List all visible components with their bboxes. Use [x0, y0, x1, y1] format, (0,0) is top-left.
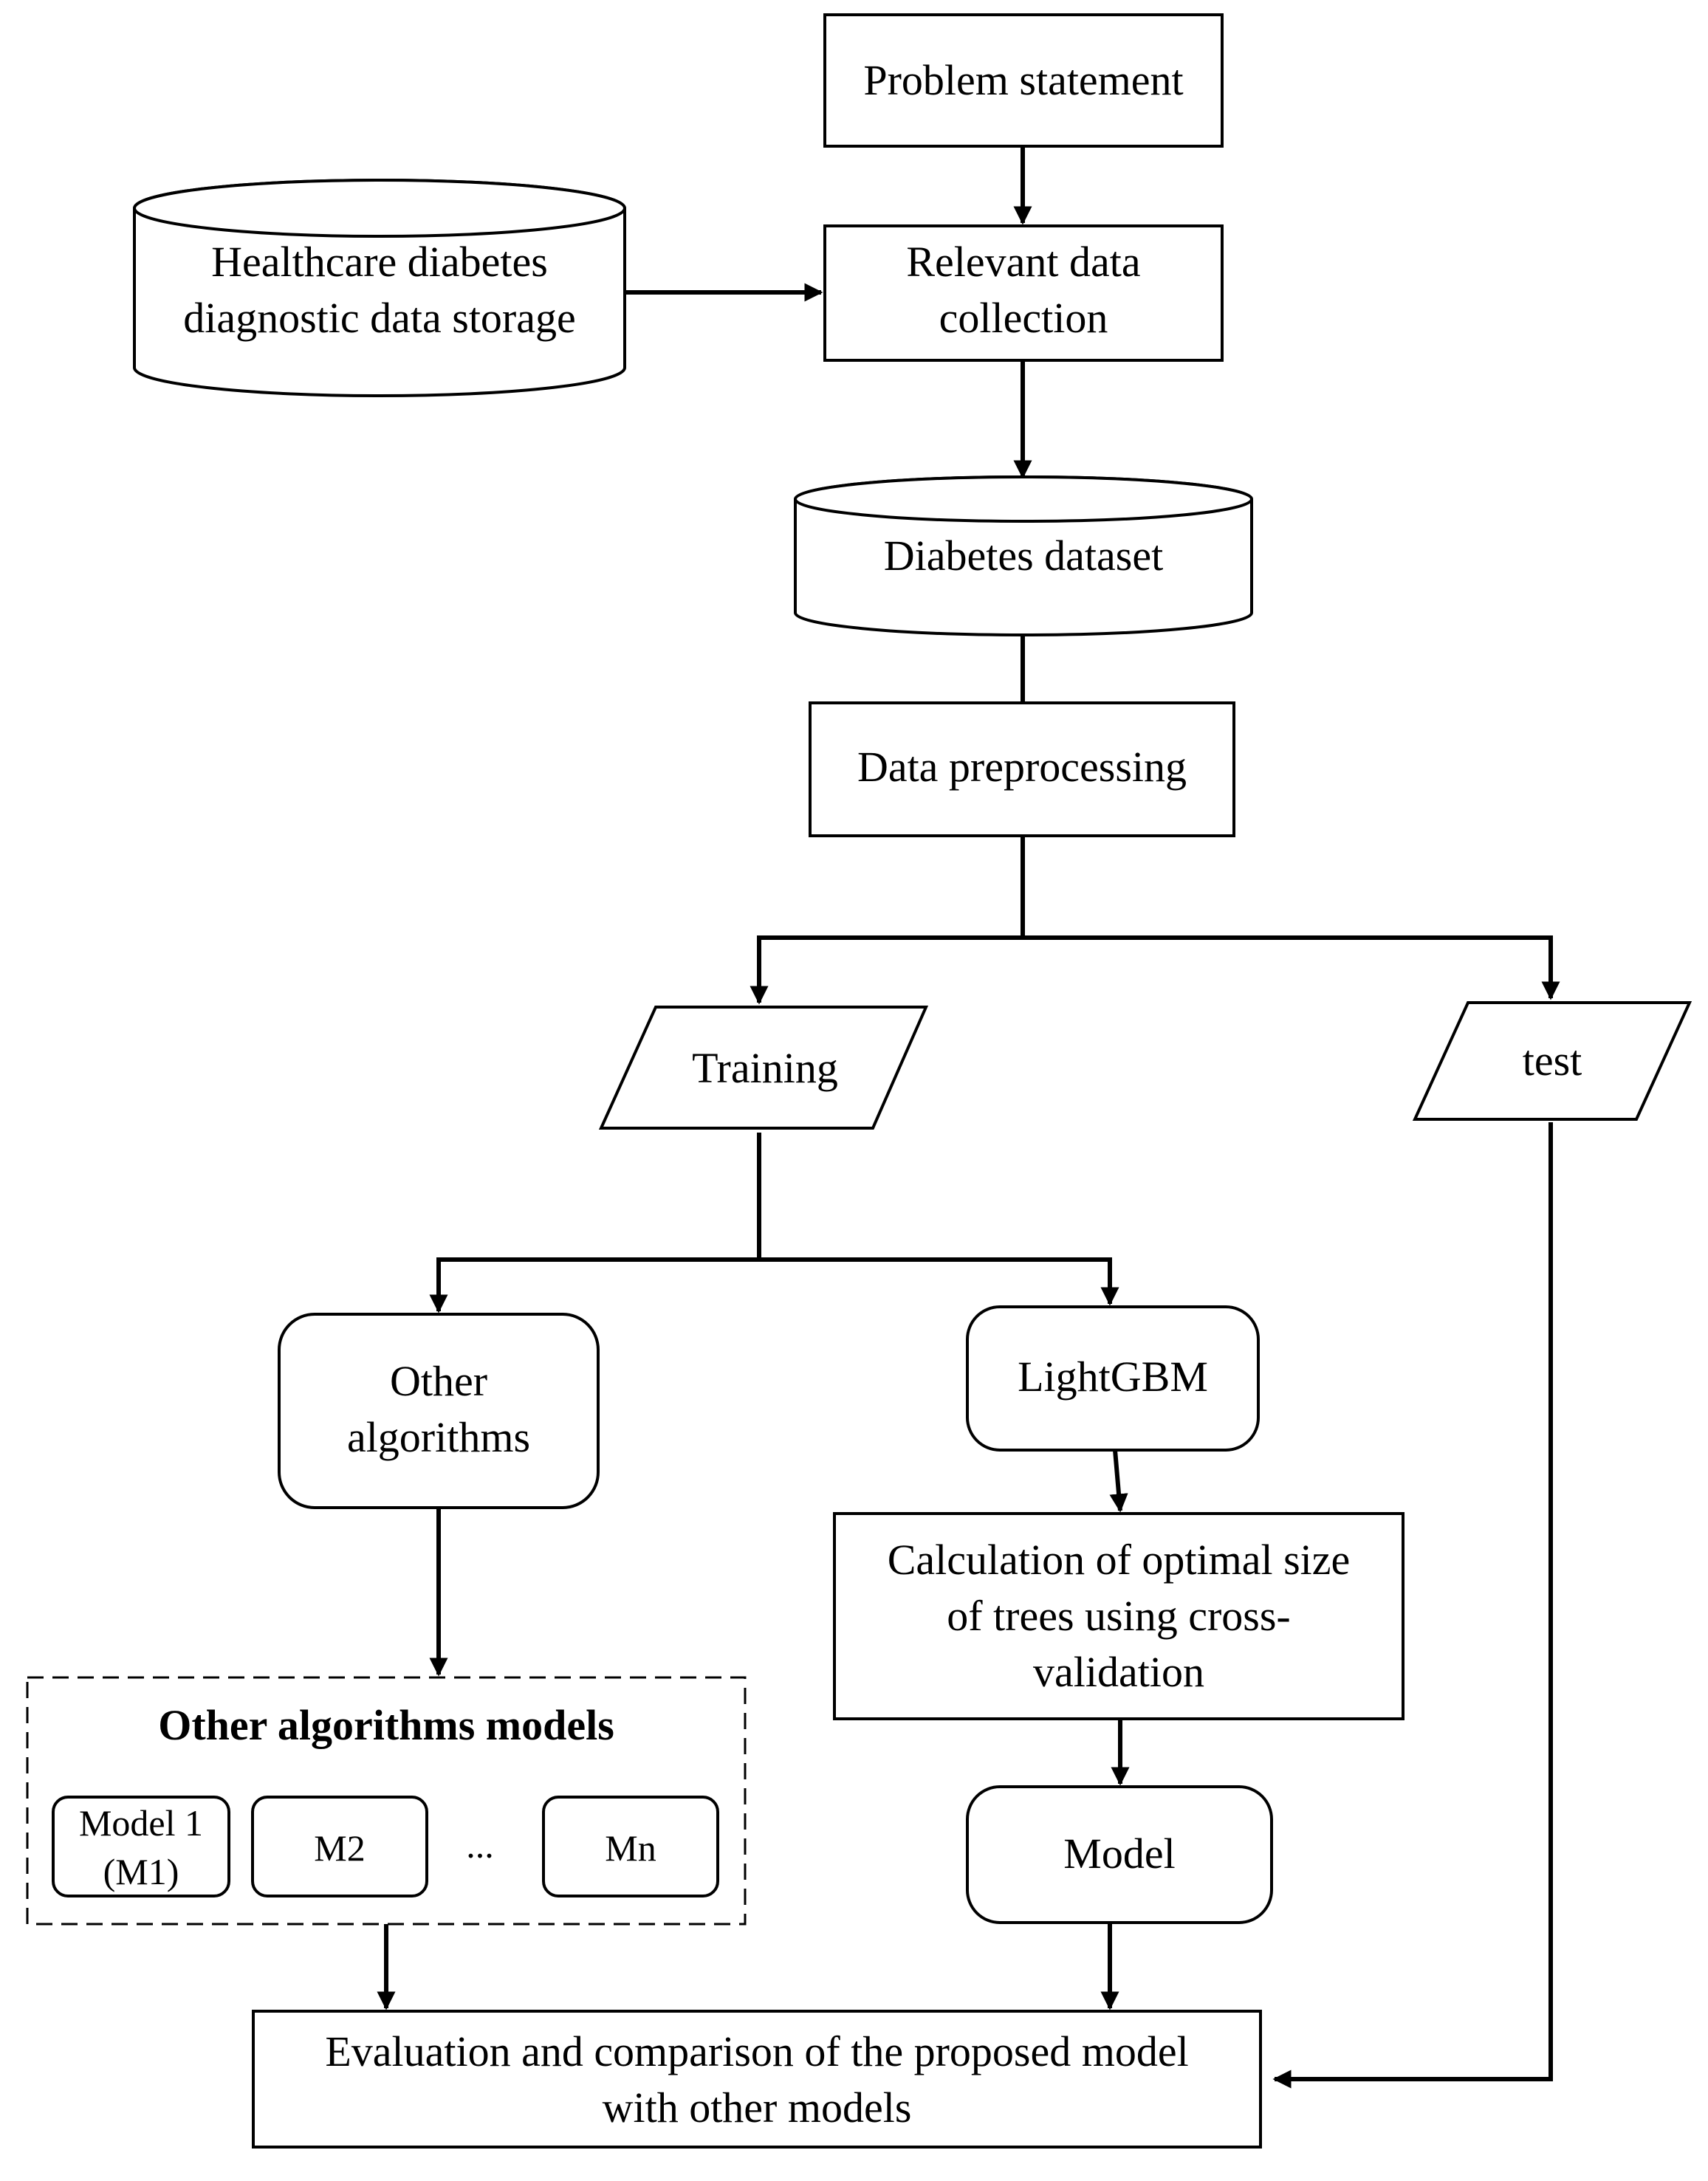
test-label: test — [1523, 1037, 1582, 1085]
other-algorithms-models-group: Other algorithms models Model 1 (M1) M2 … — [26, 1676, 747, 1926]
problem-statement-label: Problem statement — [863, 56, 1183, 104]
data-collection-label-line1: Relevant data — [906, 238, 1140, 286]
other-algorithms-node: Other algorithms — [278, 1313, 600, 1509]
edges — [377, 146, 1560, 2089]
model-m1-label-line1: Model 1 — [79, 1802, 203, 1844]
model-m2-box: M2 — [251, 1796, 428, 1897]
diabetes-dataset-node: Diabetes dataset — [794, 475, 1253, 636]
edge-test-to-evaluation — [1272, 1122, 1553, 2089]
other-algorithms-label-line2: algorithms — [347, 1413, 530, 1461]
problem-statement-node: Problem statement — [823, 13, 1224, 148]
diabetes-dataset-label: Diabetes dataset — [884, 532, 1163, 580]
evaluation-node: Evaluation and comparison of the propose… — [252, 2010, 1262, 2149]
edge-training-to-lightgbm — [759, 1257, 1119, 1306]
test-node: test — [1412, 1001, 1692, 1121]
model-mn-label: Mn — [605, 1827, 656, 1869]
data-preprocessing-node: Data preprocessing — [809, 701, 1235, 837]
model-node: Model — [966, 1785, 1273, 1924]
evaluation-label-line2: with other models — [603, 2084, 912, 2132]
healthcare-storage-node: Healthcare diabetes diagnostic data stor… — [133, 179, 626, 397]
data-preprocessing-label: Data preprocessing — [857, 743, 1187, 791]
models-ellipsis: ... — [466, 1824, 494, 1866]
healthcare-storage-label-line2: diagnostic data storage — [183, 294, 576, 342]
edge-split-to-test — [1023, 935, 1560, 1000]
calculation-label-line3: validation — [1033, 1648, 1204, 1696]
calculation-node: Calculation of optimal size of trees usi… — [833, 1512, 1405, 1720]
healthcare-storage-label-line1: Healthcare diabetes — [211, 238, 548, 286]
model-label: Model — [1063, 1830, 1175, 1878]
lightgbm-node: LightGBM — [966, 1305, 1260, 1452]
training-label: Training — [692, 1044, 838, 1092]
data-collection-label-line2: collection — [939, 294, 1108, 342]
other-algorithms-label-line1: Other — [390, 1357, 487, 1405]
model-m2-label: M2 — [314, 1827, 365, 1869]
model-mn-box: Mn — [542, 1796, 719, 1897]
data-collection-node: Relevant data collection — [823, 224, 1224, 362]
calculation-label-line2: of trees using cross- — [947, 1592, 1291, 1640]
edge-lightgbm-to-calc — [1109, 1449, 1128, 1513]
edge-split-to-training — [750, 935, 1023, 1005]
edge-training-to-other — [429, 1257, 759, 1313]
group-title: Other algorithms models — [158, 1701, 614, 1749]
evaluation-label-line1: Evaluation and comparison of the propose… — [325, 2027, 1188, 2075]
model-m1-box: Model 1 (M1) — [52, 1796, 230, 1897]
model-m1-label-line2: (M1) — [103, 1851, 179, 1892]
training-node: Training — [598, 1006, 929, 1130]
calculation-label-line1: Calculation of optimal size — [888, 1536, 1351, 1584]
lightgbm-label: LightGBM — [1018, 1353, 1208, 1401]
